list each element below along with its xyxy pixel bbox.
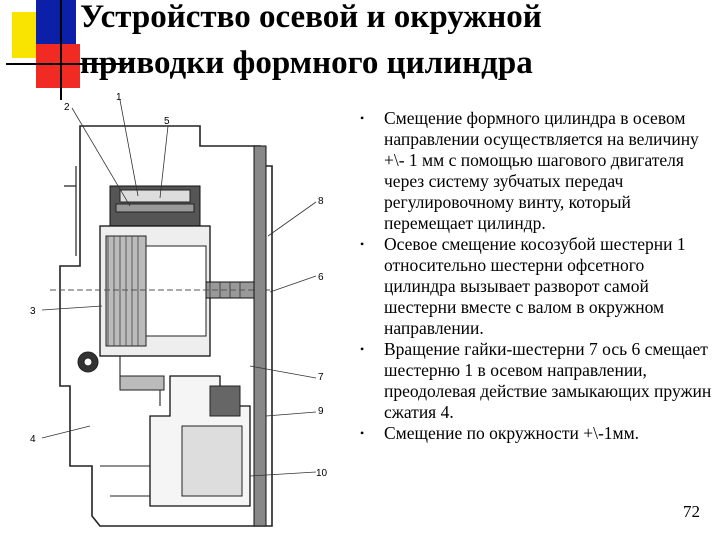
bullet-dot-icon: •	[360, 111, 365, 125]
label-8: 8	[318, 196, 324, 207]
slide-title-line-2: приводки формного цилиндра	[80, 45, 533, 81]
decor-red-square	[36, 44, 80, 88]
bullet-text: Смещение по окружности +\-1мм.	[384, 423, 640, 443]
bullet-text: Смещение формного цилиндра в осевом напр…	[384, 108, 699, 233]
label-1: 1	[116, 92, 122, 103]
label-2: 2	[64, 102, 70, 113]
page-number: 72	[683, 502, 700, 521]
bullet-item: • Осевое смещение косозубой шестерни 1 от…	[360, 234, 712, 339]
decor-vertical-line	[60, 0, 62, 100]
label-7: 7	[318, 372, 324, 383]
bullet-text: Осевое смещение косозубой шестерни 1 отн…	[384, 234, 686, 338]
slide-title-line-1: Устройство осевой и окружной	[80, 0, 542, 35]
decor-blue-square	[36, 0, 76, 44]
cylinder-mechanism-diagram: 2 1 5 8 6 3 7 9 4 10	[30, 92, 328, 527]
bullet-item: • Смещение формного цилиндра в осевом нап…	[360, 108, 712, 234]
bullet-item: • Вращение гайки-шестерни 7 ось 6 смещает…	[360, 339, 712, 423]
label-10: 10	[316, 468, 328, 479]
label-6: 6	[318, 272, 324, 283]
bullet-dot-icon: •	[360, 237, 365, 251]
label-3: 3	[30, 306, 36, 317]
bullet-list: • Смещение формного цилиндра в осевом нап…	[360, 108, 712, 444]
label-4: 4	[30, 434, 36, 445]
label-5: 5	[164, 116, 170, 127]
label-9: 9	[318, 406, 324, 417]
bullet-item: • Смещение по окружности +\-1мм.	[360, 423, 712, 444]
bullet-dot-icon: •	[360, 342, 365, 356]
bullet-text: Вращение гайки-шестерни 7 ось 6 смещает …	[384, 339, 712, 422]
decor-horizontal-line	[6, 63, 134, 65]
slide-title: Устройство осевой и окружной приводки фо…	[80, 0, 700, 86]
bullet-dot-icon: •	[360, 426, 365, 440]
